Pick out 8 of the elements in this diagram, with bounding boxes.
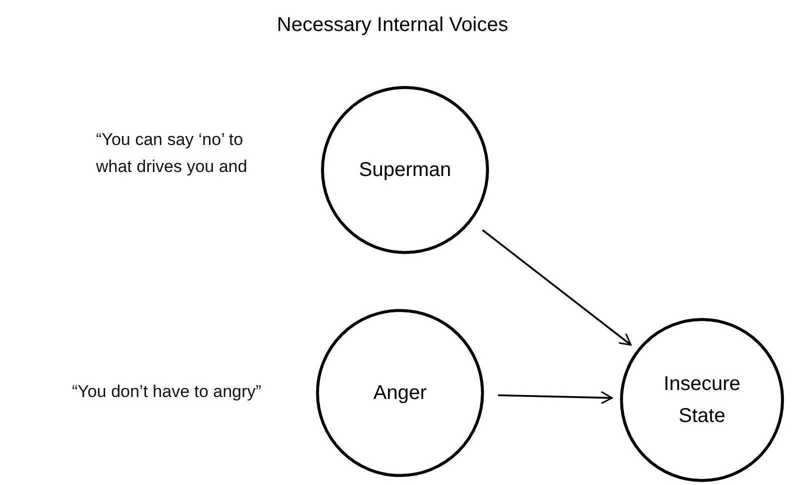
node-label: Superman [358,158,452,183]
diagram-title: Necessary Internal Voices [276,14,510,37]
node-label: Anger [372,381,428,406]
quote-text: “You don’t have to angry” [72,381,262,403]
node-label: Insecure State [662,372,742,429]
quote-text: “You can say ‘no’ to what drives you and [96,129,248,178]
arrow [482,229,632,346]
arrow [498,390,613,404]
